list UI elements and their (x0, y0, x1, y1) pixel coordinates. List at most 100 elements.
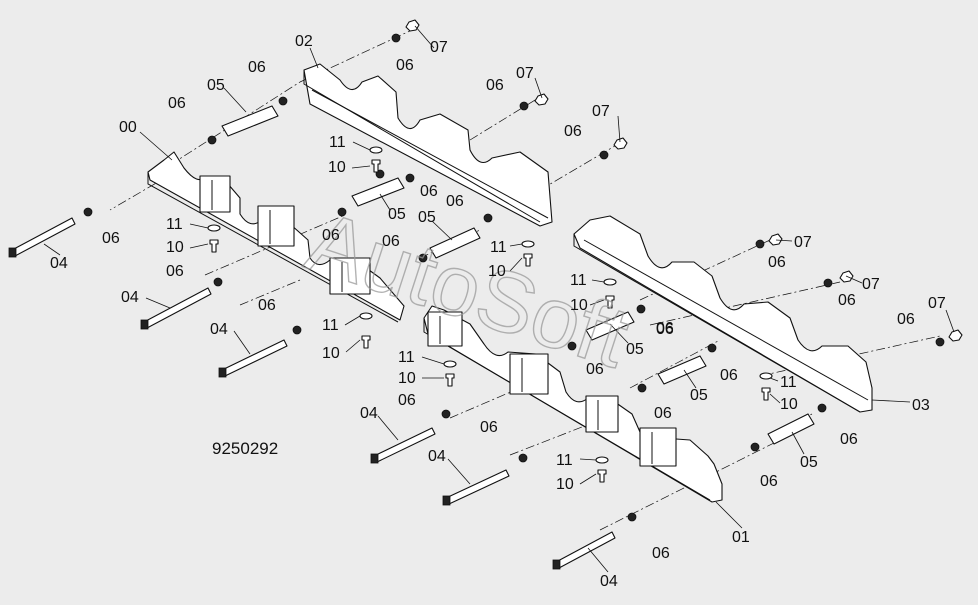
label-06: 06 (168, 95, 186, 112)
rail-part-01 (423, 305, 723, 503)
label-06: 06 (652, 545, 670, 562)
label-07: 07 (794, 234, 812, 251)
screw-10 (761, 387, 771, 401)
washer-06 (278, 96, 288, 106)
screw-10 (209, 239, 219, 253)
washer-06 (83, 207, 93, 217)
label-05: 05 (418, 209, 436, 226)
washer-06 (207, 135, 217, 145)
label-11: 11 (322, 317, 339, 334)
fasteners (83, 19, 963, 522)
label-07: 07 (516, 65, 534, 82)
bolt-04 (370, 427, 436, 464)
label-10: 10 (322, 345, 340, 362)
label-04: 04 (50, 255, 68, 272)
label-11: 11 (556, 452, 573, 469)
label-05: 05 (800, 454, 818, 471)
label-10: 10 (570, 297, 588, 314)
screw-10 (597, 469, 607, 483)
washer-11 (521, 240, 535, 248)
washer-06 (935, 337, 945, 347)
label-02: 02 (295, 33, 313, 50)
washer-06 (755, 239, 765, 249)
label-10: 10 (328, 159, 346, 176)
washer-06 (418, 253, 428, 263)
screw-10 (361, 335, 371, 349)
callout-labels: 00 01 02 03 04 04 04 04 04 04 05 05 05 0… (50, 33, 946, 590)
washer-06 (750, 442, 760, 452)
label-06: 06 (446, 193, 464, 210)
label-06: 06 (396, 57, 414, 74)
leader-lines (43, 25, 955, 573)
label-11: 11 (570, 272, 587, 289)
label-00: 00 (119, 119, 137, 136)
nut-07 (534, 93, 549, 106)
washer-06 (518, 453, 528, 463)
label-06: 06 (398, 392, 416, 409)
nut-07 (768, 233, 783, 246)
label-06: 06 (564, 123, 582, 140)
label-07: 07 (862, 276, 880, 293)
label-06: 06 (586, 361, 604, 378)
pin-05 (657, 355, 707, 385)
pin-05 (221, 105, 279, 137)
label-06: 06 (166, 263, 184, 280)
washer-11 (207, 224, 221, 232)
label-05: 05 (388, 206, 406, 223)
label-07: 07 (592, 103, 610, 120)
label-07: 07 (928, 295, 946, 312)
label-06: 06 (486, 77, 504, 94)
label-10: 10 (780, 396, 798, 413)
label-06: 06 (382, 233, 400, 250)
bolt-04 (218, 339, 288, 378)
label-06: 06 (322, 227, 340, 244)
bolt-04 (442, 469, 510, 506)
label-06: 06 (420, 183, 438, 200)
washer-06 (817, 403, 827, 413)
label-11: 11 (490, 239, 507, 256)
washer-06 (823, 278, 833, 288)
label-11: 11 (780, 374, 797, 391)
label-06: 06 (656, 321, 674, 338)
washer-11 (595, 456, 609, 464)
label-10: 10 (166, 239, 184, 256)
washer-06 (636, 304, 646, 314)
washer-06 (292, 325, 302, 335)
label-06: 06 (720, 367, 738, 384)
label-10: 10 (556, 476, 574, 493)
bolt-04 (140, 287, 212, 330)
label-01: 01 (732, 529, 750, 546)
washer-11 (759, 372, 773, 380)
rail-part-03 (573, 215, 873, 413)
pin-05 (767, 413, 815, 445)
label-06: 06 (768, 254, 786, 271)
pin-05 (585, 311, 635, 341)
label-03: 03 (912, 397, 930, 414)
washer-11 (443, 360, 457, 368)
drawing-number: 9250292 (212, 439, 278, 458)
washer-11 (369, 146, 383, 154)
nut-07 (405, 19, 420, 32)
washer-06 (337, 207, 347, 217)
screw-10 (371, 159, 381, 173)
washer-06 (637, 383, 647, 393)
label-06: 06 (248, 59, 266, 76)
label-06: 06 (480, 419, 498, 436)
label-11: 11 (166, 216, 183, 233)
pin-05 (429, 227, 481, 259)
pin-05 (351, 177, 405, 207)
label-04: 04 (428, 448, 446, 465)
washer-06 (707, 343, 717, 353)
label-06: 06 (656, 320, 674, 337)
nut-07 (948, 329, 963, 342)
label-10: 10 (398, 370, 416, 387)
bolt-04 (8, 217, 76, 258)
label-06: 06 (897, 311, 915, 328)
label-05: 05 (690, 387, 708, 404)
long-bolts (8, 217, 616, 570)
label-05: 05 (626, 341, 644, 358)
label-07: 07 (430, 39, 448, 56)
nut-07 (613, 137, 628, 150)
screw-10 (605, 295, 615, 309)
